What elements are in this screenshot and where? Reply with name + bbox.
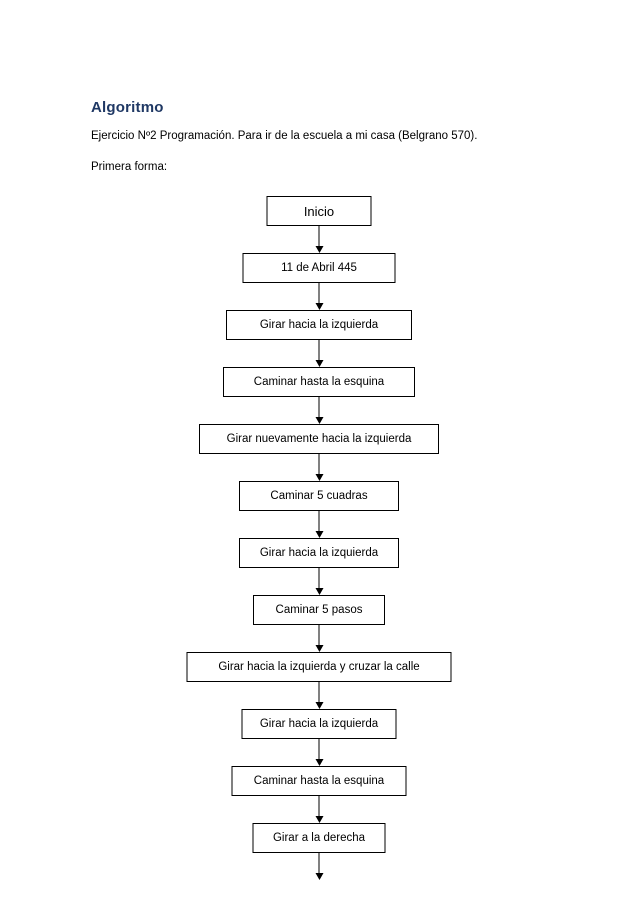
flowchart-node-box: Girar nuevamente hacia la izquierda xyxy=(199,424,439,454)
page-title: Algoritmo xyxy=(91,99,164,116)
flowchart-node: Girar nuevamente hacia la izquierda xyxy=(0,424,638,454)
flowchart-node-box: 11 de Abril 445 xyxy=(242,253,396,283)
flowchart-arrow xyxy=(0,796,638,823)
arrow-down-icon xyxy=(315,511,324,538)
flowchart-node: Girar hacia la izquierda xyxy=(0,310,638,340)
flowchart-node-box: Caminar hasta la esquina xyxy=(231,766,407,796)
flowchart-arrow xyxy=(0,226,638,253)
flowchart-node: Caminar 5 cuadras xyxy=(0,481,638,511)
arrow-down-icon xyxy=(315,625,324,652)
arrow-down-icon xyxy=(315,568,324,595)
flowchart-node-box: Girar hacia la izquierda xyxy=(241,709,397,739)
flowchart-arrow xyxy=(0,568,638,595)
flowchart-arrow xyxy=(0,853,638,880)
flowchart-node-box: Girar hacia la izquierda y cruzar la cal… xyxy=(186,652,452,682)
flowchart-node: 11 de Abril 445 xyxy=(0,253,638,283)
arrow-down-icon xyxy=(315,340,324,367)
arrow-down-icon xyxy=(315,283,324,310)
exercise-description: Ejercicio Nº2 Programación. Para ir de l… xyxy=(91,130,478,142)
arrow-down-icon xyxy=(315,397,324,424)
flowchart-node-box: Caminar 5 cuadras xyxy=(239,481,399,511)
flowchart-node: Girar hacia la izquierda y cruzar la cal… xyxy=(0,652,638,682)
flowchart-arrow xyxy=(0,682,638,709)
section-label: Primera forma: xyxy=(91,161,168,173)
arrow-down-icon xyxy=(315,739,324,766)
flowchart-node: Caminar hasta la esquina xyxy=(0,367,638,397)
arrow-down-icon xyxy=(315,226,324,253)
flowchart-arrow xyxy=(0,397,638,424)
flowchart-node-box: Caminar 5 pasos xyxy=(253,595,385,625)
flowchart-node: Inicio xyxy=(0,196,638,226)
flowchart-node-box: Inicio xyxy=(266,196,372,226)
flowchart-arrow xyxy=(0,511,638,538)
flowchart-node: Caminar 5 pasos xyxy=(0,595,638,625)
flowchart-node-box: Caminar hasta la esquina xyxy=(223,367,415,397)
flowchart-node-box: Girar hacia la izquierda xyxy=(226,310,412,340)
flowchart-arrow xyxy=(0,283,638,310)
flowchart-arrow xyxy=(0,625,638,652)
flowchart-node: Girar a la derecha xyxy=(0,823,638,853)
flowchart-node: Girar hacia la izquierda xyxy=(0,709,638,739)
flowchart-node-box: Girar hacia la izquierda xyxy=(239,538,399,568)
arrow-down-icon xyxy=(315,796,324,823)
arrow-down-icon xyxy=(315,454,324,481)
arrow-down-icon xyxy=(315,853,324,880)
flowchart-node: Girar hacia la izquierda xyxy=(0,538,638,568)
flowchart-node-box: Girar a la derecha xyxy=(252,823,386,853)
flowchart-arrow xyxy=(0,340,638,367)
flowchart-arrow xyxy=(0,454,638,481)
flowchart-arrow xyxy=(0,739,638,766)
arrow-down-icon xyxy=(315,682,324,709)
flowchart-node: Caminar hasta la esquina xyxy=(0,766,638,796)
